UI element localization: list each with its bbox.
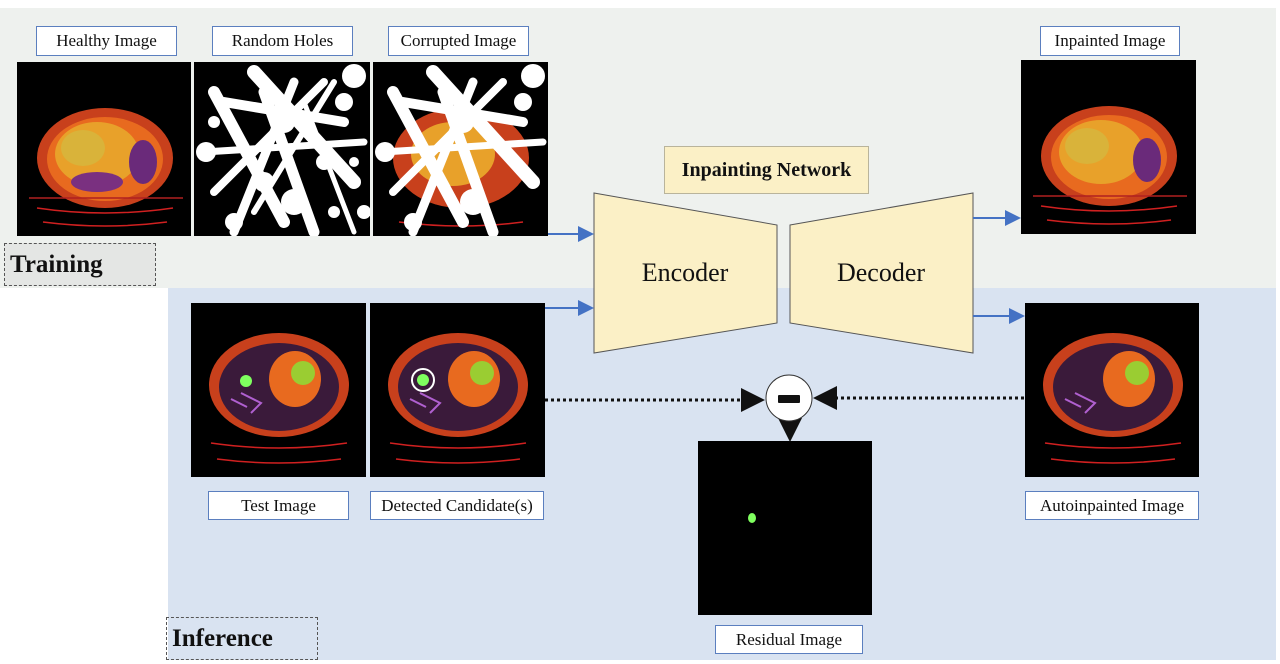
detected-candidates-image <box>370 303 545 477</box>
healthy-image <box>17 62 191 236</box>
random-holes-image <box>194 62 370 236</box>
test-image <box>191 303 366 477</box>
inpainted-image-label: Inpainted Image <box>1040 26 1180 56</box>
decoder-label: Decoder <box>836 258 926 287</box>
training-section-label: Training <box>4 243 156 286</box>
candidate-marker <box>411 368 435 392</box>
healthy-image-label: Healthy Image <box>36 26 177 56</box>
inpainting-network-title: Inpainting Network <box>664 146 869 194</box>
encoder-label: Encoder <box>641 258 729 287</box>
detected-candidates-label: Detected Candidate(s) <box>370 491 544 520</box>
autoinpainted-image <box>1025 303 1199 477</box>
inpainted-image <box>1021 60 1196 234</box>
corrupted-image-label: Corrupted Image <box>388 26 529 56</box>
inference-section-label: Inference <box>166 617 318 660</box>
test-image-label: Test Image <box>208 491 349 520</box>
autoinpainted-image-label: Autoinpainted Image <box>1025 491 1199 520</box>
random-holes-label: Random Holes <box>212 26 353 56</box>
residual-image-label: Residual Image <box>715 625 863 654</box>
corrupted-image <box>373 62 548 236</box>
residual-image <box>698 441 872 615</box>
